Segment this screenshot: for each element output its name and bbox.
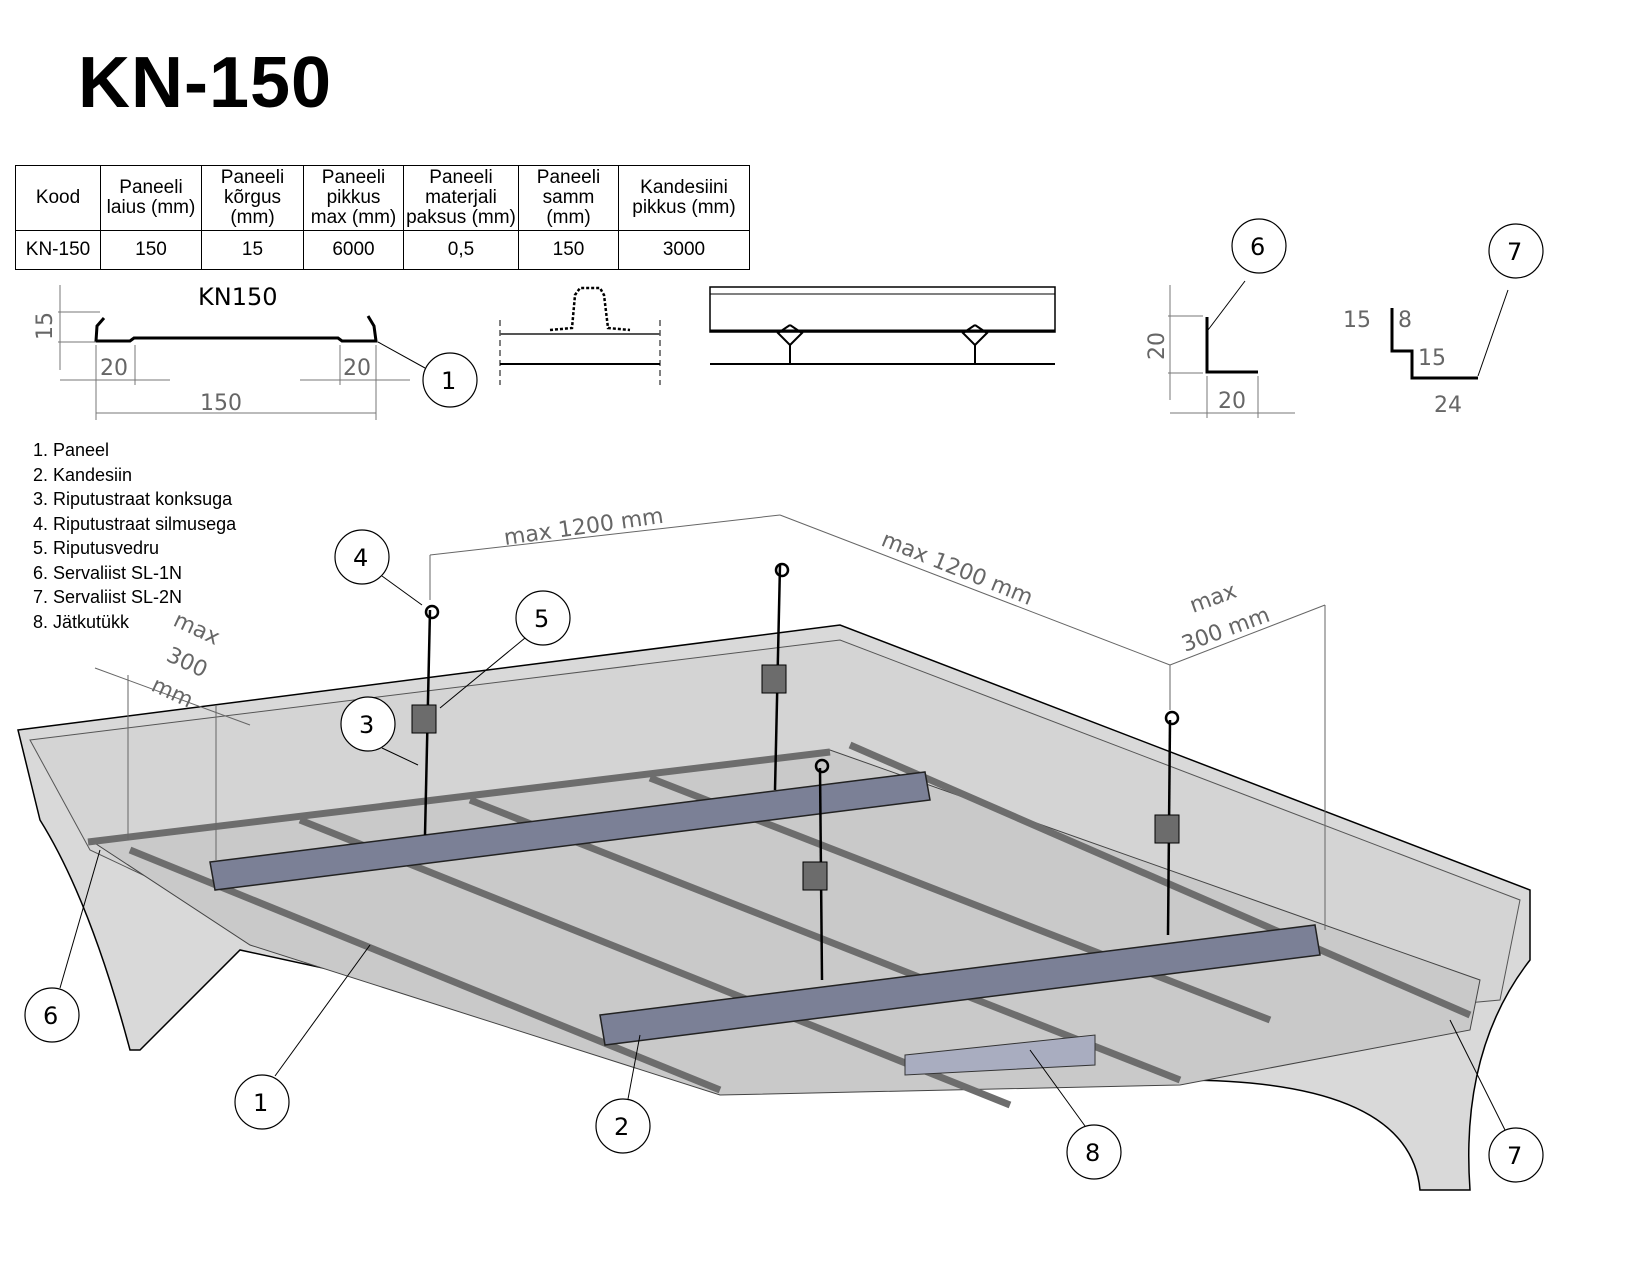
dim-label: 15 — [33, 312, 58, 340]
table-cell: 150 — [518, 230, 619, 270]
legend-item: 5. Riputusvedru — [33, 538, 160, 558]
legend-item: 1. Paneel — [33, 440, 110, 460]
parts-legend: 1. Paneel 2. Kandesiin 3. Riputustraat k… — [33, 438, 236, 634]
table-header: Paneeli materjali paksus (mm) — [403, 165, 519, 231]
callout-number: 6 — [43, 1002, 58, 1030]
table-cell: 0,5 — [403, 230, 519, 270]
table-header: Paneeli samm (mm) — [518, 165, 619, 231]
table-cell: 3000 — [618, 230, 750, 270]
table-cell: KN-150 — [15, 230, 101, 270]
callout-number: 1 — [441, 367, 456, 395]
ceiling-assembly — [17, 514, 1531, 1191]
dim-label: max 1200 mm — [878, 527, 1036, 610]
dim-label: 300 — [162, 643, 211, 683]
drawing-title: KN-150 — [78, 43, 333, 123]
table-header: Kood — [15, 165, 101, 231]
dim-label: 20 — [1218, 389, 1246, 414]
callout-number: 5 — [534, 605, 549, 633]
legend-item: 4. Riputustraat silmusega — [33, 513, 237, 534]
table-cell: 6000 — [303, 230, 404, 270]
table-row: KN-150 150 15 6000 0,5 150 3000 — [15, 230, 750, 270]
callout-number: 8 — [1085, 1139, 1100, 1167]
table-header: Paneeli pikkus max (mm) — [303, 165, 404, 231]
callout-number: 4 — [353, 544, 368, 572]
callout-number: 2 — [614, 1113, 629, 1141]
edge-profile-sl2n — [1390, 289, 1509, 380]
callout-number: 7 — [1507, 1142, 1522, 1170]
callout-number: 6 — [1250, 233, 1265, 261]
dim-label: 20 — [1145, 332, 1170, 360]
legend-item: 7. Servaliist SL-2N — [33, 587, 183, 607]
profile-label: KN150 — [198, 283, 278, 311]
table-header-row: Kood Paneeli laius (mm) Paneeli kõrgus (… — [15, 165, 750, 231]
callout-circles — [24, 218, 1544, 1183]
rail-detail — [709, 286, 1056, 365]
spec-table: Kood Paneeli laius (mm) Paneeli kõrgus (… — [15, 165, 750, 270]
callout-number: 1 — [253, 1089, 268, 1117]
edge-profile-sl1n — [1168, 280, 1295, 418]
legend-item: 2. Kandesiin — [33, 464, 133, 485]
table-header: Paneeli laius (mm) — [100, 165, 202, 231]
panel-profile — [58, 285, 426, 420]
dim-label: 24 — [1434, 393, 1462, 418]
dim-label: max 1200 mm — [502, 504, 665, 551]
dim-label: 150 — [200, 391, 242, 416]
callout-leaders — [59, 575, 1506, 1131]
legend-item: 3. Riputustraat konksuga — [33, 489, 233, 509]
dim-label: 15 — [1418, 346, 1446, 371]
callout-number: 3 — [359, 711, 374, 739]
legend-item: 6. Servaliist SL-1N — [33, 562, 183, 583]
joint-detail — [499, 286, 661, 385]
table-cell: 15 — [201, 230, 304, 270]
dim-label: 20 — [100, 356, 128, 381]
dim-label: max — [1187, 579, 1241, 619]
dim-label: 8 — [1398, 308, 1412, 333]
callout-number: 7 — [1507, 238, 1522, 266]
table-header: Kandesiini pikkus (mm) — [618, 165, 750, 231]
dim-label: 20 — [343, 356, 371, 381]
dim-label: 15 — [1343, 308, 1371, 333]
legend-item: 8. Jätkutükk — [33, 611, 130, 632]
